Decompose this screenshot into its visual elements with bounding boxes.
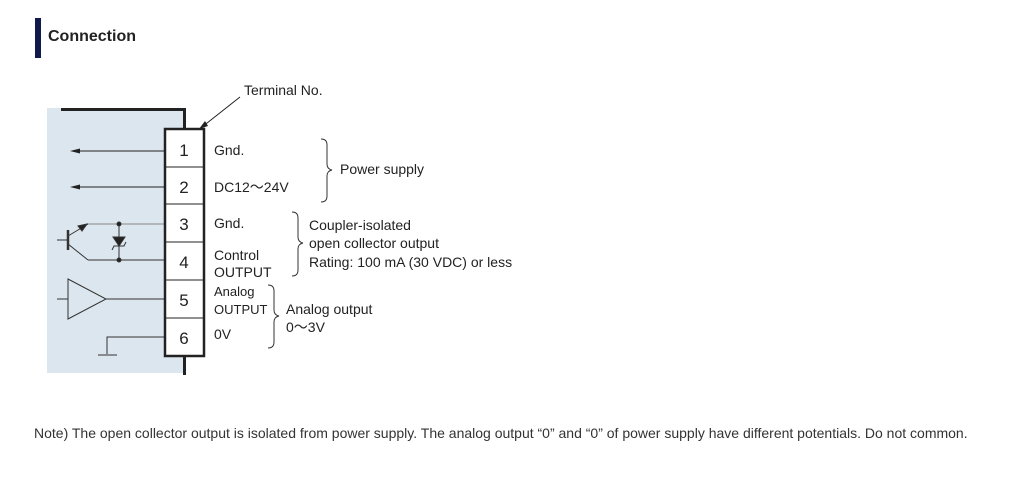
terminal-block: 1 2 3 4 5 6	[163, 127, 206, 358]
terminal-pointer-line	[201, 96, 241, 128]
group-label-coupler: open collector output	[309, 235, 439, 251]
arrow-left-icon	[70, 184, 80, 190]
terminal-number: 2	[179, 178, 188, 197]
terminal-label: Control	[214, 247, 259, 263]
terminal-number: 3	[179, 215, 188, 234]
note-text: Note) The open collector output is isola…	[34, 425, 968, 441]
heading-accent-bar	[35, 18, 41, 58]
terminal-number: 5	[179, 291, 188, 310]
terminal-label: Gnd.	[214, 215, 244, 231]
group-label-power: Power supply	[340, 161, 424, 177]
section-title: Connection	[48, 28, 136, 45]
group-label-coupler: Coupler-isolated	[309, 217, 411, 233]
ground-icon	[98, 336, 165, 356]
amplifier-icon	[57, 278, 165, 320]
terminal-label: Gnd.	[214, 142, 244, 158]
arrow-left-icon	[70, 148, 80, 154]
group-label-analog: 0〜3V	[286, 319, 326, 335]
terminal-number: 4	[179, 253, 188, 272]
terminal-label: DC12〜24V	[214, 179, 289, 195]
terminal-label: OUTPUT	[214, 264, 272, 280]
group-label-coupler: Rating: 100 mA (30 VDC) or less	[309, 254, 512, 270]
terminal-number: 6	[179, 329, 188, 348]
transistor-zener-icon	[57, 221, 165, 263]
terminal-no-label: Terminal No.	[244, 82, 323, 98]
body-outline	[61, 108, 186, 130]
terminal-number: 1	[179, 141, 188, 160]
terminal-label: OUTPUT	[214, 302, 268, 317]
arrowhead-icon	[199, 121, 208, 129]
group-label-analog: Analog output	[286, 301, 373, 317]
terminal-label: Analog	[214, 284, 254, 299]
terminal-label: 0V	[214, 326, 232, 342]
brace-icon	[267, 138, 333, 349]
